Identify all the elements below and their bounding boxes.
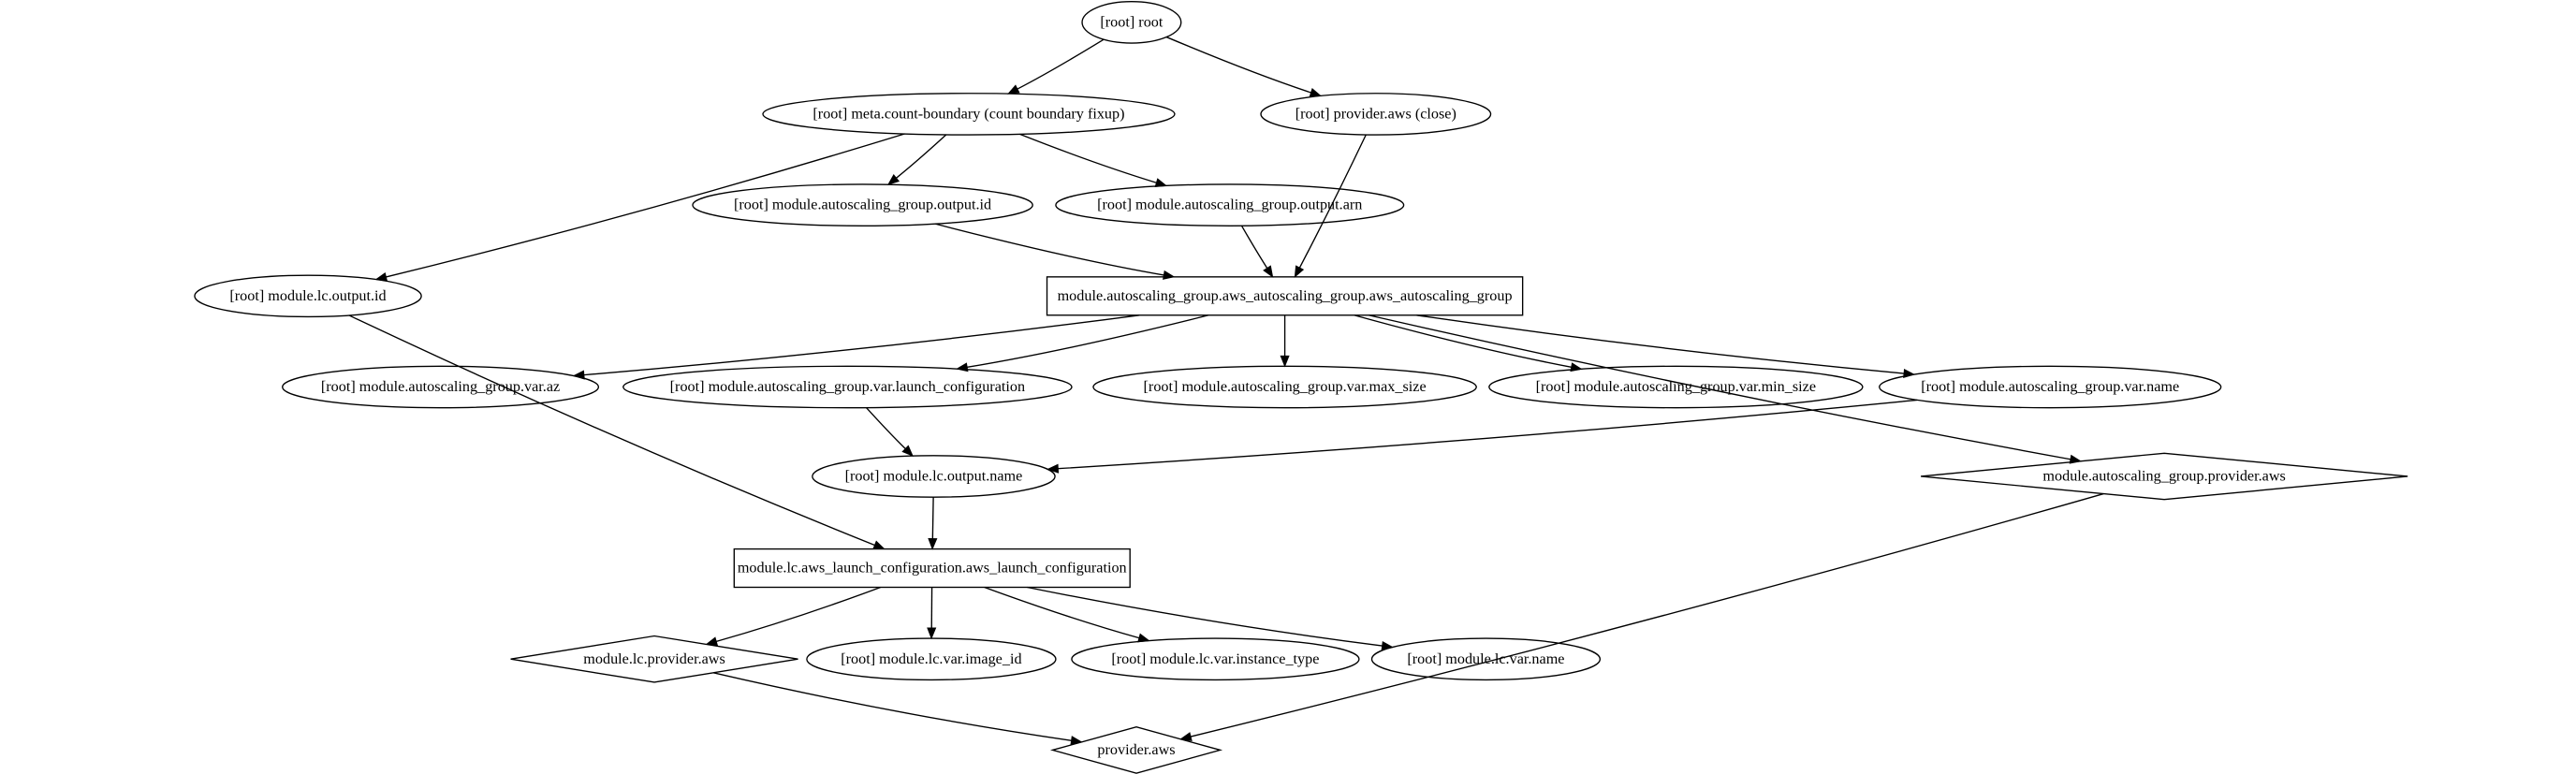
- graph-edge: [1298, 134, 1367, 269]
- node-ellipse-shape: [762, 93, 1176, 136]
- graph-edge: [1416, 314, 1905, 374]
- graph-edge-arrowhead: [1179, 732, 1193, 741]
- graph-node-asg_output_arn[interactable]: [root] module.autoscaling_group.output.a…: [1055, 183, 1405, 226]
- node-diamond-shape: [510, 635, 798, 683]
- graph-edge: [1240, 225, 1268, 269]
- node-ellipse-shape: [1092, 365, 1477, 409]
- graph-edge: [865, 407, 906, 449]
- graph-edge: [1354, 314, 1572, 368]
- graph-node-lc_resource[interactable]: module.lc.aws_launch_configuration.aws_l…: [733, 548, 1131, 589]
- node-label: [root] module.lc.output.name: [845, 468, 1023, 485]
- graph-edge: [1165, 36, 1311, 94]
- graph-edge: [348, 314, 875, 547]
- graph-edge: [984, 586, 1140, 639]
- graph-edge-arrowhead: [1163, 270, 1176, 280]
- node-ellipse-shape: [1071, 637, 1360, 681]
- node-ellipse-shape: [806, 637, 1057, 681]
- graph-edge: [1019, 133, 1157, 183]
- node-ellipse-shape: [1879, 365, 2222, 409]
- graph-edge: [931, 497, 934, 539]
- graph-node-asg_var_min[interactable]: [root] module.autoscaling_group.var.min_…: [1488, 365, 1864, 409]
- graph-node-root[interactable]: [root] root: [1081, 1, 1182, 44]
- node-ellipse-shape: [1260, 93, 1492, 136]
- node-label: [root] module.autoscaling_group.var.min_…: [1536, 378, 1816, 395]
- graph-edge-arrowhead: [1263, 265, 1274, 278]
- graph-node-provider_aws[interactable]: provider.aws: [1049, 725, 1223, 774]
- graph-edge: [712, 672, 1072, 741]
- graph-edge-arrowhead: [872, 540, 886, 549]
- graph-edge: [583, 314, 1140, 376]
- graph-edge: [1368, 314, 2071, 460]
- graph-node-lc_provider[interactable]: module.lc.provider.aws: [510, 635, 798, 683]
- graph-edge-arrowhead: [928, 537, 938, 550]
- node-label: [root] meta.count-boundary (count bounda…: [812, 105, 1124, 122]
- node-label: [root] module.lc.var.image_id: [841, 650, 1021, 667]
- node-ellipse-shape: [1055, 183, 1405, 226]
- node-ellipse-shape: [194, 274, 422, 318]
- graph-node-asg_resource[interactable]: module.autoscaling_group.aws_autoscaling…: [1046, 276, 1524, 316]
- node-label: [root] module.autoscaling_group.var.max_…: [1144, 378, 1427, 395]
- graph-node-asg_provider[interactable]: module.autoscaling_group.provider.aws: [1921, 452, 2408, 501]
- graph-edge-arrowhead: [1007, 84, 1020, 95]
- node-label: module.autoscaling_group.provider.aws: [2042, 468, 2285, 485]
- graph-edge: [967, 314, 1209, 369]
- graph-edge-arrowhead: [927, 627, 937, 640]
- node-ellipse-shape: [622, 365, 1073, 409]
- graph-node-lc_output_name[interactable]: [root] module.lc.output.name: [812, 455, 1056, 498]
- node-label: [root] module.autoscaling_group.output.a…: [1097, 197, 1362, 213]
- graph-edge: [716, 586, 881, 643]
- graph-node-asg_var_az[interactable]: [root] module.autoscaling_group.var.az: [282, 365, 600, 409]
- graph-edge-arrowhead: [901, 445, 914, 457]
- graph-node-lc_var_type[interactable]: [root] module.lc.var.instance_type: [1071, 637, 1360, 681]
- graph-edge: [386, 133, 905, 278]
- node-label: [root] module.autoscaling_group.output.i…: [734, 197, 991, 213]
- graph-node-meta_count[interactable]: [root] meta.count-boundary (count bounda…: [762, 93, 1176, 136]
- graph-edge: [1017, 38, 1105, 90]
- node-label: [root] module.lc.output.id: [229, 287, 386, 304]
- node-label: [root] module.lc.var.name: [1407, 650, 1564, 667]
- graph-edge: [1190, 492, 2104, 737]
- graph-node-asg_output_id[interactable]: [root] module.autoscaling_group.output.i…: [692, 183, 1033, 226]
- node-ellipse-shape: [1488, 365, 1864, 409]
- node-label: module.lc.aws_launch_configuration.aws_l…: [738, 560, 1127, 577]
- node-ellipse-shape: [1081, 1, 1182, 44]
- graph-edge-arrowhead: [956, 362, 969, 372]
- graph-node-asg_var_name[interactable]: [root] module.autoscaling_group.var.name: [1879, 365, 2222, 409]
- node-ellipse-shape: [812, 455, 1056, 498]
- edges-layer: [348, 36, 2104, 746]
- nodes-layer: [root] root [root] meta.count-boundary (c…: [194, 1, 2408, 774]
- node-label: module.lc.provider.aws: [583, 650, 725, 667]
- node-label: module.autoscaling_group.aws_autoscaling…: [1058, 287, 1513, 304]
- node-ellipse-shape: [1370, 637, 1602, 681]
- node-label: [root] root: [1100, 13, 1163, 30]
- graph-edge: [1058, 399, 1918, 470]
- graph-edge: [934, 223, 1164, 276]
- graph-edge-arrowhead: [886, 174, 900, 185]
- graph-edge: [896, 134, 947, 179]
- node-box-shape: [1046, 276, 1524, 316]
- graph-edge-arrowhead: [1294, 265, 1305, 278]
- node-label: provider.aws: [1097, 741, 1175, 758]
- node-diamond-shape: [1921, 452, 2408, 501]
- graph-edge-arrowhead: [1280, 355, 1290, 368]
- graph-node-lc_var_name[interactable]: [root] module.lc.var.name: [1370, 637, 1602, 681]
- graph-node-lc_output_id[interactable]: [root] module.lc.output.id: [194, 274, 422, 318]
- node-ellipse-shape: [692, 183, 1033, 226]
- graph-node-asg_var_max[interactable]: [root] module.autoscaling_group.var.max_…: [1092, 365, 1477, 409]
- node-label: [root] provider.aws (close): [1295, 105, 1456, 122]
- node-ellipse-shape: [282, 365, 600, 409]
- graph-node-lc_var_image[interactable]: [root] module.lc.var.image_id: [806, 637, 1057, 681]
- node-label: [root] module.autoscaling_group.var.laun…: [670, 378, 1025, 395]
- node-box-shape: [733, 548, 1131, 589]
- node-label: [root] module.autoscaling_group.var.az: [321, 378, 560, 395]
- node-label: [root] module.autoscaling_group.var.name: [1921, 378, 2179, 395]
- graph-edge-arrowhead: [1046, 463, 1060, 474]
- graph-node-provider_close[interactable]: [root] provider.aws (close): [1260, 93, 1492, 136]
- graph-node-asg_var_lc[interactable]: [root] module.autoscaling_group.var.laun…: [622, 365, 1073, 409]
- node-label: [root] module.lc.var.instance_type: [1111, 650, 1319, 667]
- node-diamond-shape: [1049, 725, 1223, 774]
- graph-edge: [1027, 586, 1383, 647]
